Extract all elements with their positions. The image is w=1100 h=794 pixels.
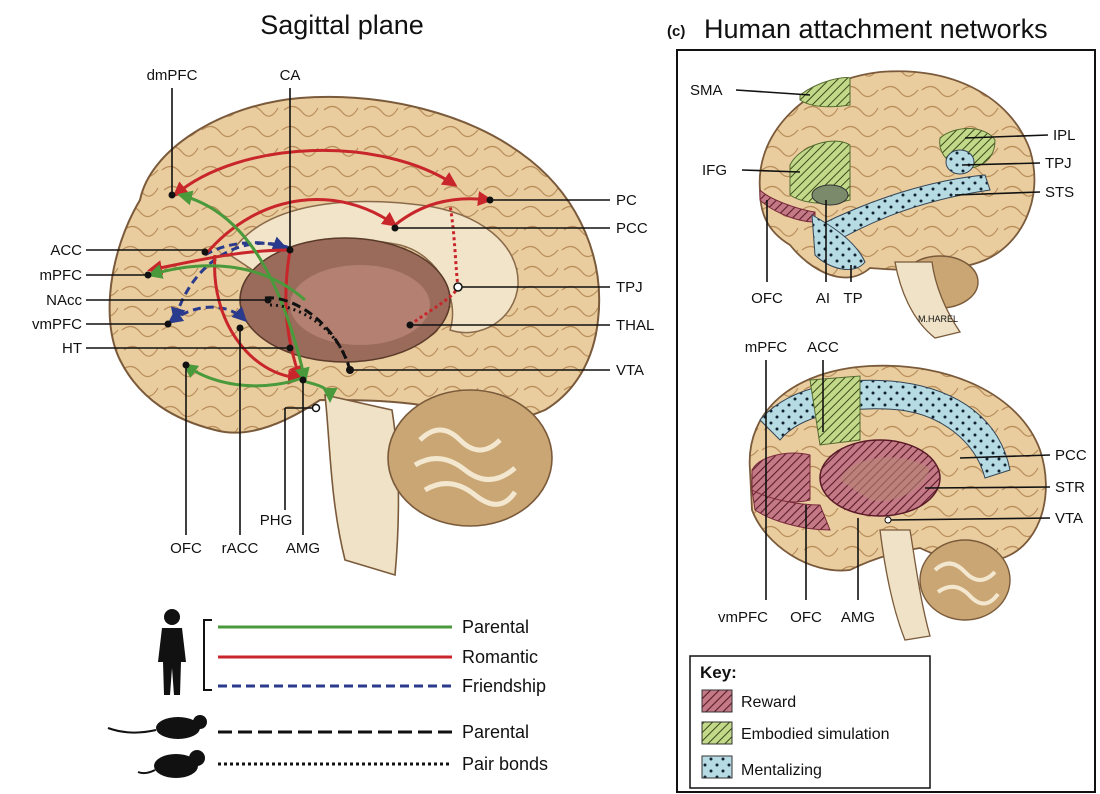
left-panel-title: Sagittal plane: [260, 10, 424, 40]
label-tp: TP: [843, 290, 862, 307]
rodent-icon: [108, 715, 207, 739]
label-vmpfc-medial: vmPFC: [718, 609, 768, 626]
sagittal-brain: [110, 97, 600, 575]
vole-icon: [138, 750, 205, 778]
cerebellum: [388, 390, 552, 526]
label-tpj: TPJ: [616, 279, 643, 296]
panel-letter: (c): [667, 23, 685, 40]
label-mpfc: mPFC: [40, 267, 83, 284]
label-ca: CA: [280, 67, 301, 84]
label-ipl: IPL: [1053, 127, 1076, 144]
medial-brain: [750, 366, 1046, 640]
legend-parental-rodent: Parental: [462, 722, 529, 742]
key-embodied: Embodied simulation: [741, 726, 890, 743]
label-ofc-medial: OFC: [790, 609, 822, 626]
label-tpj-lateral: TPJ: [1045, 155, 1072, 172]
label-phg: PHG: [260, 512, 293, 529]
pathway-legend: Parental Romantic Friendship Parental Pa…: [108, 609, 548, 778]
illustrator-signature: M.HAREL: [918, 314, 958, 324]
label-vmpfc: vmPFC: [32, 316, 82, 333]
legend-friendship: Friendship: [462, 676, 546, 696]
label-acc-medial: ACC: [807, 339, 839, 356]
label-thal: THAL: [616, 317, 654, 334]
key-swatch-mentalizing: [702, 756, 732, 778]
label-dmpfc: dmPFC: [147, 67, 198, 84]
label-acc: ACC: [50, 242, 82, 259]
label-pcc-medial: PCC: [1055, 447, 1087, 464]
label-mpfc-medial: mPFC: [745, 339, 788, 356]
label-sma: SMA: [690, 82, 723, 99]
label-str: STR: [1055, 479, 1085, 496]
label-ht: HT: [62, 340, 82, 357]
label-ai: AI: [816, 290, 830, 307]
label-vta: VTA: [616, 362, 644, 379]
key-swatch-embodied: [702, 722, 732, 744]
key-title: Key:: [700, 663, 737, 682]
lateral-brain: M.HAREL: [760, 71, 1035, 338]
right-panel-title: Human attachment networks: [704, 14, 1048, 44]
label-ifg: IFG: [702, 162, 727, 179]
key-box: Key: Reward Embodied simulation Mentaliz…: [690, 656, 930, 788]
label-vta-medial: VTA: [1055, 510, 1083, 527]
label-racc: rACC: [222, 540, 259, 557]
label-pcc: PCC: [616, 220, 648, 237]
legend-pair-bonds: Pair bonds: [462, 754, 548, 774]
label-amg: AMG: [286, 540, 320, 557]
key-mentalizing: Mentalizing: [741, 762, 822, 779]
key-reward: Reward: [741, 694, 796, 711]
label-amg-medial: AMG: [841, 609, 875, 626]
label-sts: STS: [1045, 184, 1074, 201]
brainstem: [325, 395, 398, 575]
label-ofc-lateral: OFC: [751, 290, 783, 307]
legend-parental-human: Parental: [462, 617, 529, 637]
legend-romantic: Romantic: [462, 647, 538, 667]
label-ofc: OFC: [170, 540, 202, 557]
human-icon: [158, 609, 186, 695]
label-nacc: NAcc: [46, 292, 82, 309]
key-swatch-reward: [702, 690, 732, 712]
label-pc: PC: [616, 192, 637, 209]
